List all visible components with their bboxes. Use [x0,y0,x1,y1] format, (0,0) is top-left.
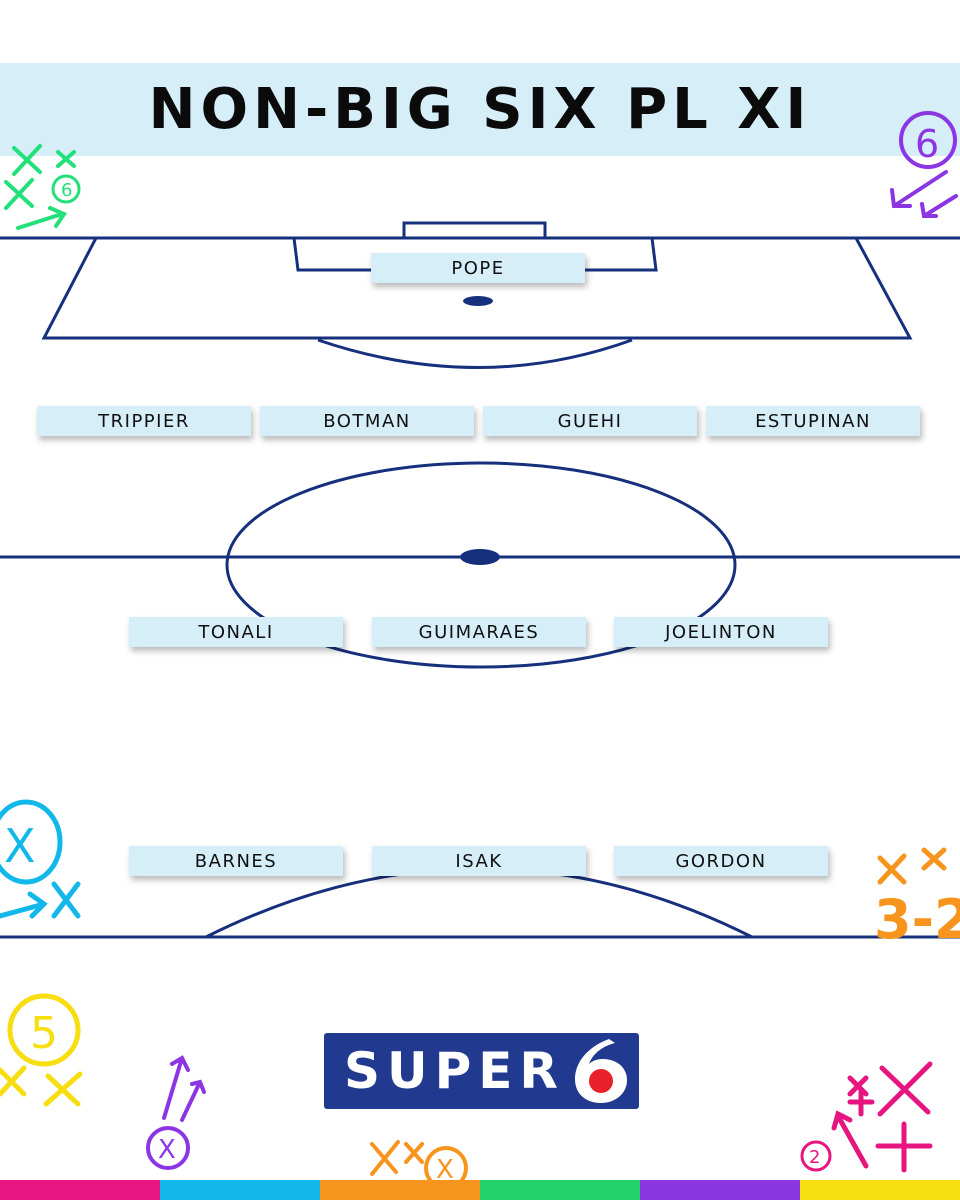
color-bar-segment-pink [0,1180,160,1200]
logo-six-mark [575,1039,627,1103]
color-bar-segment-green [480,1180,640,1200]
bottom-color-bar [0,1180,960,1200]
color-bar-segment-purple [640,1180,800,1200]
page-title: NON-BIG SIX PL XI [148,76,812,142]
top-penalty-arc [317,338,633,369]
player-midfielder-2: GUIMARAES [372,617,586,647]
top-goal-box [402,221,547,238]
player-forward-3: GORDON [614,846,828,876]
center-circle [225,461,737,669]
player-defender-4: ESTUPINAN [706,406,920,436]
color-bar-segment-yellow [800,1180,960,1200]
player-defender-1: TRIPPIER [37,406,251,436]
player-midfielder-1: TONALI [129,617,343,647]
player-defender-3: GUEHI [483,406,697,436]
color-bar-segment-orange [320,1180,480,1200]
color-bar-segment-cyan [160,1180,320,1200]
center-spot [460,549,500,565]
bottom-penalty-arc [205,867,753,939]
super6-logo: SUPER [324,1033,639,1109]
player-forward-2: ISAK [372,846,586,876]
player-midfielder-3: JOELINTON [614,617,828,647]
top-penalty-box [41,237,913,340]
logo-text: SUPER [344,1042,565,1100]
player-goalkeeper: POPE [371,253,585,283]
player-defender-2: BOTMAN [260,406,474,436]
penalty-spot [463,296,493,306]
player-forward-1: BARNES [129,846,343,876]
title-banner: NON-BIG SIX PL XI [0,63,960,156]
